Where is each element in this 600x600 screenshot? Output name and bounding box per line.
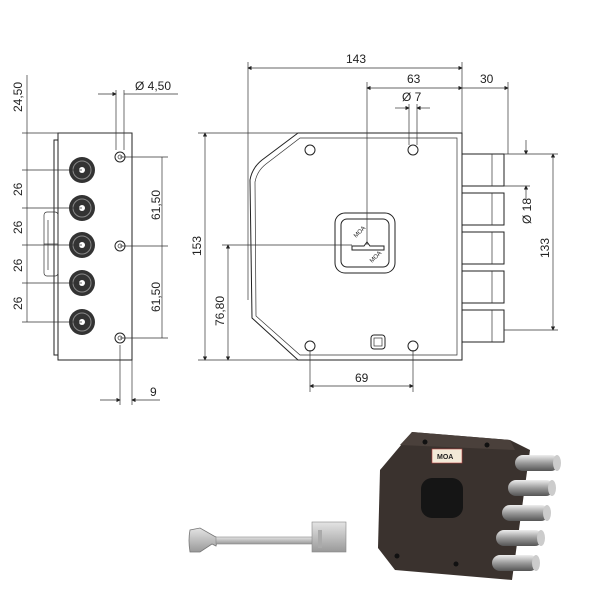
key-image (188, 521, 347, 553)
side-view: 24,50 26 26 26 26 Ø 4,50 61,50 61,50 9 (11, 75, 178, 405)
dim-bolt-spacing: 26 (11, 296, 25, 310)
brand-label (431, 448, 463, 464)
dim-width: 143 (346, 52, 366, 66)
dim-top-offset: 24,50 (11, 82, 25, 112)
dim-front-hole-diameter: Ø 7 (402, 90, 422, 104)
dim-bolt-spacing: 26 (11, 220, 25, 234)
dim-side-hole-diameter: Ø 4,50 (135, 79, 171, 93)
dim-key-height: 76,80 (213, 296, 227, 326)
front-view: MOA MOA 143 63 30 Ø 7 Ø 18 133 153 76,80… (190, 52, 558, 392)
dim-hole-spacing-upper: 61,50 (149, 190, 163, 220)
shield-text: MOA (353, 226, 367, 240)
key-cylinder (421, 478, 463, 518)
key-shield: MOA MOA (334, 212, 396, 274)
dim-hole-spacing-lower: 61,50 (149, 282, 163, 312)
front-hole (304, 340, 316, 352)
lock-photo: MOA (378, 432, 561, 580)
dim-key-to-edge: 63 (407, 72, 421, 86)
dim-bolt-span: 133 (538, 238, 552, 258)
front-hole (407, 144, 419, 156)
photo-bolts (492, 455, 561, 571)
front-bolts (461, 153, 505, 343)
dim-height: 153 (190, 236, 204, 256)
dim-backset: 9 (150, 385, 157, 399)
front-hole (304, 144, 316, 156)
dim-hole-spacing: 69 (355, 371, 369, 385)
square-hole (370, 334, 386, 350)
side-bolts (69, 157, 95, 335)
dim-bolt-spacing: 26 (11, 258, 25, 272)
front-hole (407, 340, 419, 352)
front-body (249, 132, 463, 361)
shield-text: MOA (369, 251, 383, 265)
dim-bolt-spacing: 26 (11, 182, 25, 196)
brand-label-text: MOA (437, 454, 453, 461)
dim-bolt-projection: 30 (480, 72, 494, 86)
dim-bolt-diameter: Ø 18 (520, 198, 534, 224)
